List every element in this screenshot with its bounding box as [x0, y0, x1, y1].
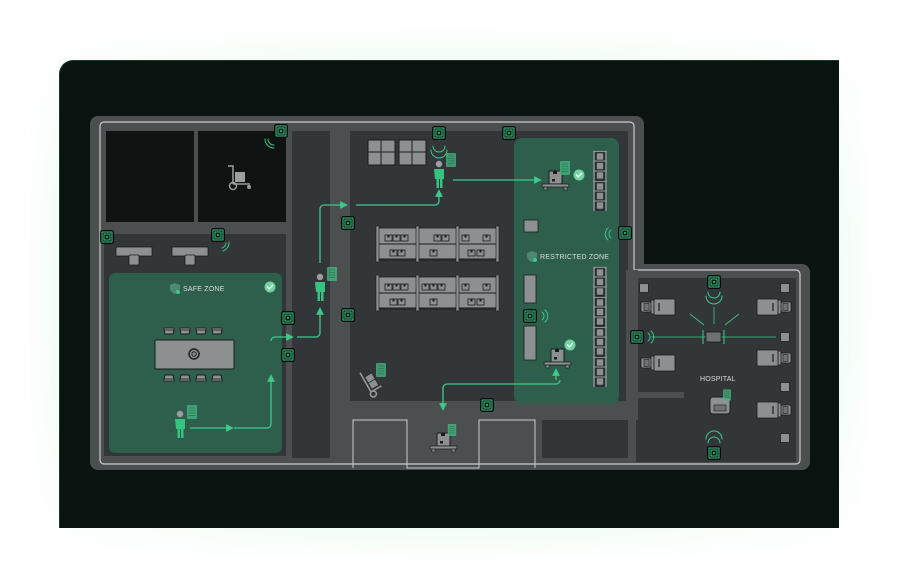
- sensor-beacon-icon[interactable]: [274, 124, 288, 138]
- check-badge-icon: [263, 280, 277, 294]
- rack-column-bottom: [592, 266, 608, 388]
- desk: [171, 246, 209, 266]
- flow-paths: [190, 176, 561, 432]
- hospital-label: HOSPITAL: [700, 376, 736, 383]
- sensor-beacon-icon[interactable]: [100, 230, 114, 244]
- loading-dock: [352, 419, 536, 469]
- rack-column-top: [592, 150, 608, 212]
- sensor-beacon-icon[interactable]: [341, 308, 355, 322]
- check-badge-icon: [572, 168, 586, 182]
- desk: [115, 246, 153, 266]
- conference-table: [154, 327, 235, 382]
- lower-storage: [542, 420, 628, 458]
- clipboard-icon: [445, 152, 457, 168]
- sensor-beacon-icon[interactable]: [707, 446, 721, 460]
- cart-icon: [228, 165, 251, 191]
- sensor-beacon-icon[interactable]: [432, 126, 446, 140]
- stacked-boxes: [367, 139, 427, 166]
- sensor-beacon-icon[interactable]: [480, 398, 494, 412]
- sensor-beacon-icon[interactable]: [341, 216, 355, 230]
- sensor-beacon-icon[interactable]: [211, 228, 225, 242]
- sensor-beacon-icon[interactable]: [523, 309, 537, 323]
- safe-zone-label: SAFE ZONE: [183, 286, 225, 293]
- sensor-beacon-icon[interactable]: [630, 330, 644, 344]
- sensor-beacon-icon[interactable]: [707, 275, 721, 289]
- hand-truck-icon: [359, 372, 382, 398]
- sensor-beacon-icon[interactable]: [618, 226, 632, 240]
- clipboard-icon: [186, 404, 198, 420]
- clipboard-icon: [447, 423, 457, 437]
- sensor-beacon-icon[interactable]: [281, 348, 295, 362]
- clipboard-icon: [559, 160, 571, 176]
- wifi-signal-icon: [221, 138, 723, 444]
- clipboard-icon: [722, 389, 732, 401]
- storage-room-dark: [106, 131, 194, 222]
- sensor-beacon-icon[interactable]: [502, 126, 516, 140]
- restricted-zone-label: RESTRICTED ZONE: [540, 254, 609, 261]
- clipboard-icon: [375, 362, 387, 378]
- shelving-row: [375, 225, 500, 312]
- clipboard-icon: [326, 266, 338, 282]
- monitor-hub: [651, 307, 776, 344]
- armchair-icon: [709, 396, 731, 415]
- sensor-beacon-icon[interactable]: [281, 311, 295, 325]
- check-badge-icon: [563, 338, 577, 352]
- restricted-zone: [514, 138, 619, 404]
